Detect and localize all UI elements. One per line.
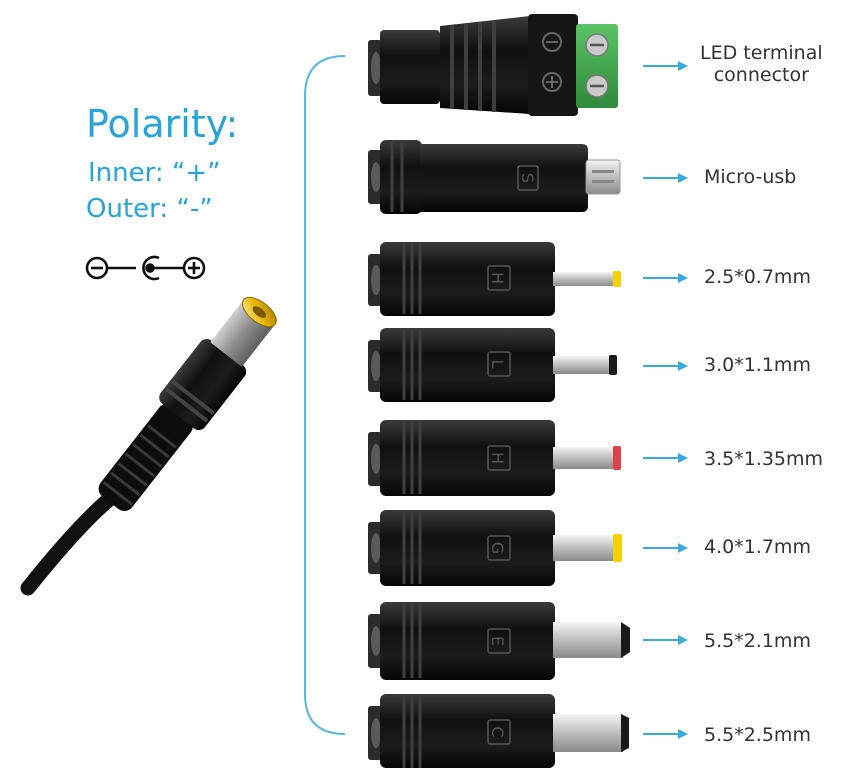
dc-adapter-5-5-2-5-icon: C [368, 694, 629, 768]
dc-adapter-2-5-icon: H [368, 242, 621, 316]
label-micro-usb: Micro-usb [704, 166, 797, 188]
bracket-line [304, 55, 346, 735]
label-line: connector [713, 64, 809, 86]
svg-text:H: H [488, 272, 507, 284]
led-terminal-connector-icon [368, 14, 618, 116]
label-5-5-2-1: 5.5*2.1mm [704, 630, 811, 652]
svg-text:L: L [488, 360, 507, 369]
pointer-arrows [643, 61, 688, 739]
arrow-icon [643, 173, 688, 183]
svg-text:S: S [518, 173, 537, 183]
polarity-title: Polarity: [86, 102, 239, 146]
label-5-5-2-5: 5.5*2.5mm [704, 724, 811, 746]
svg-text:C: C [488, 726, 507, 737]
polarity-inner-text: Inner: “+” [88, 158, 221, 188]
dc-adapter-5-5-2-1-icon: E [368, 602, 630, 680]
label-4-0-1-7: 4.0*1.7mm [704, 536, 811, 558]
label-3-0-1-1: 3.0*1.1mm [704, 354, 811, 376]
dc-plug-cable-icon [20, 296, 277, 596]
label-3-5-1-35: 3.5*1.35mm [704, 448, 824, 470]
dc-adapter-3-0-icon: L [368, 328, 617, 402]
svg-text:E: E [488, 636, 507, 646]
svg-text:H: H [488, 452, 507, 464]
arrow-icon [643, 273, 688, 283]
arrow-icon [643, 361, 688, 371]
label-line: LED terminal [700, 42, 823, 64]
arrow-icon [643, 61, 688, 71]
svg-text:G: G [488, 542, 507, 554]
micro-usb-adapter-icon: S [368, 140, 621, 214]
polarity-outer-text: Outer: “-” [86, 194, 213, 224]
arrow-icon [643, 635, 688, 645]
arrow-icon [643, 729, 688, 739]
label-led-terminal: LED terminal connector [700, 42, 823, 86]
arrow-icon [643, 453, 688, 463]
polarity-symbol-icon [85, 255, 206, 281]
dc-adapter-4-0-icon: G [368, 510, 622, 586]
dc-adapter-3-5-icon: H [368, 420, 621, 496]
arrow-icon [643, 543, 688, 553]
label-2-5-0-7: 2.5*0.7mm [704, 266, 811, 288]
